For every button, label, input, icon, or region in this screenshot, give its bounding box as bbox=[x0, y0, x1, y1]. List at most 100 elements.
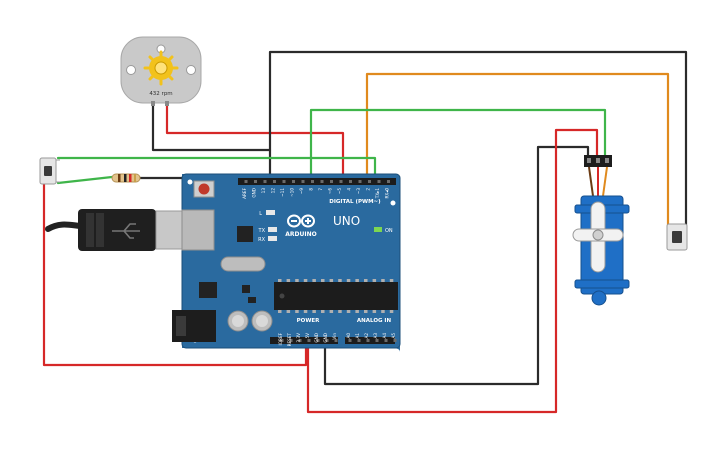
pin-socket[interactable] bbox=[298, 339, 302, 342]
pushbutton-right[interactable] bbox=[666, 223, 688, 251]
pin-label: IOREF bbox=[278, 332, 283, 345]
wire-orange-pin3-button[interactable] bbox=[365, 72, 670, 228]
wire-black-gnd-servo[interactable] bbox=[323, 145, 590, 386]
on-led bbox=[374, 227, 382, 232]
on-label: ON bbox=[385, 228, 393, 234]
pin-socket[interactable] bbox=[254, 180, 257, 183]
servo-motor[interactable] bbox=[572, 155, 630, 306]
digital-header-label: DIGITAL (PWM~) bbox=[329, 199, 381, 205]
pin-label: 5V bbox=[305, 333, 310, 339]
pin-socket[interactable] bbox=[348, 339, 352, 342]
pin-label: A2 bbox=[364, 333, 369, 339]
pin-socket[interactable] bbox=[387, 180, 390, 183]
pin-socket[interactable] bbox=[334, 339, 338, 342]
pin-label: ~9 bbox=[299, 188, 304, 195]
reset-button[interactable] bbox=[193, 180, 215, 198]
pin-socket[interactable] bbox=[311, 180, 314, 183]
pin-label: ~11 bbox=[280, 188, 285, 197]
crystal bbox=[220, 256, 266, 272]
pin-socket[interactable] bbox=[375, 339, 379, 342]
pin-socket[interactable] bbox=[282, 180, 286, 183]
pin-socket[interactable] bbox=[358, 180, 362, 183]
capacitors bbox=[227, 310, 273, 332]
pin-label: ~3 bbox=[356, 188, 361, 195]
led-label-rx: RX bbox=[258, 237, 265, 243]
pin-socket[interactable] bbox=[377, 180, 381, 183]
wire-green-button-resistor[interactable] bbox=[56, 175, 114, 185]
wire-black-motor-gnd[interactable] bbox=[151, 101, 272, 180]
pin-label: ~5 bbox=[337, 188, 342, 195]
wire-red-button-5v[interactable] bbox=[42, 181, 308, 367]
wire-green-button-pin2[interactable] bbox=[56, 156, 377, 180]
pin-label: 3.3V bbox=[296, 333, 301, 343]
pin-socket[interactable] bbox=[339, 180, 343, 183]
wire-green-pin9-servo[interactable] bbox=[309, 108, 607, 180]
regulator bbox=[199, 282, 217, 298]
pin-socket[interactable] bbox=[320, 180, 324, 183]
power-header bbox=[270, 337, 338, 344]
led-label-tx: TX bbox=[258, 228, 266, 234]
pin-socket[interactable] bbox=[292, 180, 295, 183]
usb-jack bbox=[181, 209, 215, 251]
resistor[interactable] bbox=[111, 173, 141, 183]
pin-socket[interactable] bbox=[316, 339, 320, 342]
pin-socket[interactable] bbox=[289, 339, 293, 342]
power-header-label: POWER bbox=[297, 318, 321, 324]
pin-label: 13 bbox=[261, 188, 266, 194]
pin-socket[interactable] bbox=[330, 180, 333, 183]
pin-socket[interactable] bbox=[307, 339, 311, 342]
arduino-logo-icon bbox=[287, 214, 315, 228]
wire-black-top-loop[interactable] bbox=[268, 50, 688, 228]
pin-label: ~6 bbox=[328, 188, 333, 195]
pin-label: 2 bbox=[366, 188, 371, 191]
pin-label: RX◂0 bbox=[385, 188, 390, 199]
wire-red-motor-pin5[interactable] bbox=[165, 101, 345, 180]
pin-label: RESET bbox=[287, 333, 292, 347]
pin-label: ~10 bbox=[290, 188, 295, 197]
pushbutton-left[interactable] bbox=[39, 157, 60, 185]
pin-label: Vin bbox=[332, 333, 337, 340]
usb-chip bbox=[237, 226, 253, 242]
pin-socket[interactable] bbox=[244, 180, 248, 183]
pin-label: A5 bbox=[391, 333, 396, 339]
analog-header bbox=[345, 337, 395, 344]
analog-header-label: ANALOG IN bbox=[357, 318, 392, 324]
pin-socket[interactable] bbox=[349, 180, 352, 183]
pin-label: GND bbox=[314, 333, 319, 343]
pin-socket[interactable] bbox=[384, 339, 388, 342]
pin-socket[interactable] bbox=[263, 180, 267, 183]
dc-motor[interactable]: 432 rpm bbox=[120, 36, 202, 106]
pin-socket[interactable] bbox=[301, 180, 305, 183]
pin-label: GND bbox=[252, 188, 257, 198]
board-brand: ARDUINO bbox=[285, 231, 316, 238]
pin-label: 8 bbox=[309, 188, 314, 191]
usb-icon bbox=[112, 223, 140, 239]
pin-socket[interactable] bbox=[325, 339, 329, 342]
pin-label: AREF bbox=[242, 187, 247, 198]
servo-horn-icon bbox=[572, 201, 624, 273]
pin-socket[interactable] bbox=[280, 339, 284, 342]
pin-socket[interactable] bbox=[366, 339, 370, 342]
pin-label: A4 bbox=[382, 333, 387, 339]
digital-header bbox=[238, 178, 396, 185]
wires bbox=[42, 50, 688, 414]
motor-speed-label: 432 rpm bbox=[149, 91, 172, 97]
pin-socket[interactable] bbox=[357, 339, 361, 342]
pin-label: 4 bbox=[347, 188, 352, 191]
pin-socket[interactable] bbox=[368, 180, 371, 183]
wire-red-5v-servo[interactable] bbox=[306, 128, 599, 414]
usb-cable bbox=[45, 209, 183, 251]
pin-label: GND bbox=[323, 333, 328, 343]
status-leds: L TX RX ON bbox=[258, 210, 393, 243]
power-pin-labels: IOREF RESET 3.3V 5V GND GND Vin bbox=[278, 332, 338, 346]
pin-label: 7 bbox=[318, 188, 323, 191]
pin-label: A1 bbox=[355, 333, 360, 339]
board-model: UNO bbox=[333, 214, 360, 228]
pin-socket[interactable] bbox=[273, 180, 276, 183]
pin-label: A3 bbox=[373, 333, 378, 339]
pin-socket[interactable] bbox=[393, 339, 397, 342]
